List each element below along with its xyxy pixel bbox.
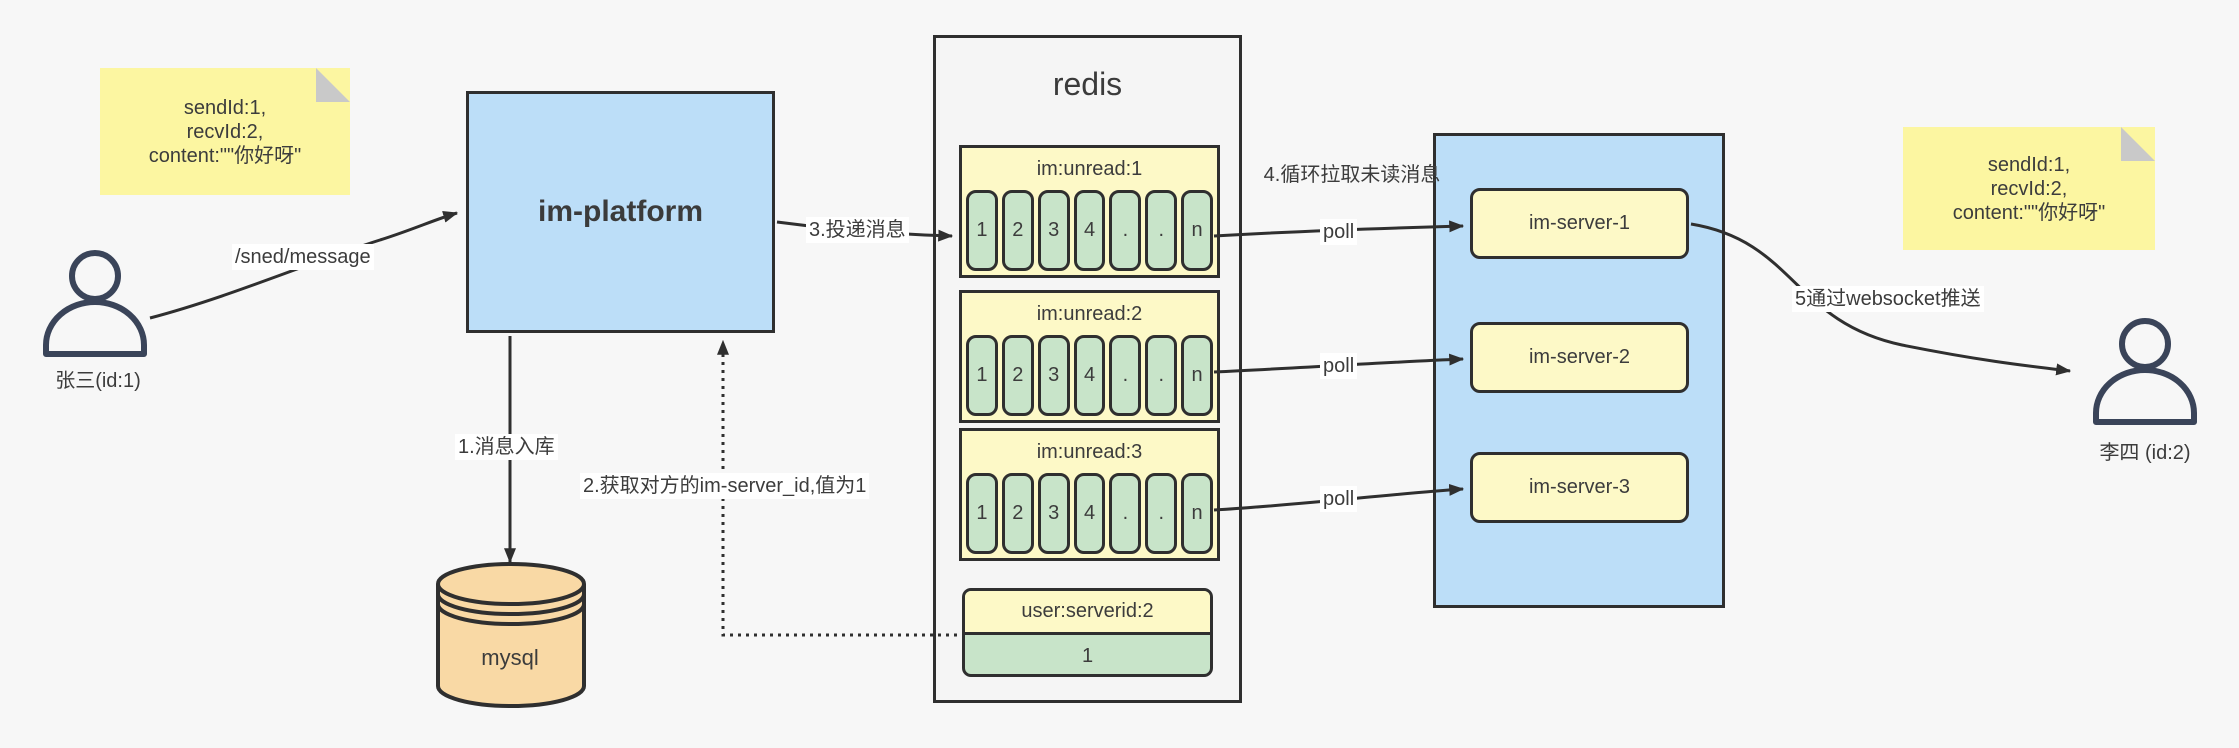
queue-cells: 1 2 3 4 . . n — [962, 473, 1217, 554]
sticky-note-push: sendId:1, recvId:2, content:""你好呀" — [1903, 127, 2155, 250]
note-fold-corner — [316, 68, 350, 102]
send-message-label: /sned/message — [232, 244, 374, 270]
kv-header: user:serverid:2 — [965, 591, 1210, 635]
queue-cell: . — [1145, 335, 1178, 416]
redis-container: redis im:unread:1 1 2 3 4 . . n im:unrea… — [933, 35, 1242, 703]
im-server-1-node: im-server-1 — [1470, 188, 1689, 259]
queue-header: im:unread:2 — [1036, 302, 1143, 325]
note-line: content:""你好呀" — [148, 144, 302, 167]
queue-cell: 1 — [966, 473, 998, 554]
im-server-3-node: im-server-3 — [1470, 452, 1689, 523]
queue-cell: 2 — [1001, 335, 1034, 416]
note-line: recvId:2, — [186, 120, 264, 143]
queue-cell: n — [1181, 335, 1214, 416]
queue-cells: 1 2 3 4 . . n — [962, 190, 1217, 271]
queue-cell: . — [1109, 190, 1142, 271]
person-icon — [43, 250, 147, 357]
queue-cell: . — [1109, 335, 1142, 416]
sender-label: 张三(id:1) — [55, 370, 141, 392]
database-cylinder-icon — [436, 562, 586, 708]
note-line: recvId:2, — [1990, 177, 2068, 200]
queue-cell: 3 — [1037, 335, 1070, 416]
queue-header: im:unread:3 — [1036, 440, 1143, 463]
note-line: sendId:1, — [1987, 153, 2071, 176]
im-server-1-label: im-server-1 — [1528, 212, 1631, 234]
note-line: sendId:1, — [183, 96, 267, 119]
pull-step-label: 4.循环拉取未读消息 — [1263, 164, 1441, 186]
push-step-label: 5通过websocket推送 — [1792, 286, 1984, 312]
mysql-node — [425, 558, 597, 719]
receiver-label: 李四 (id:2) — [2099, 442, 2191, 464]
queue-im-unread-2: im:unread:2 1 2 3 4 . . n — [959, 290, 1220, 423]
mysql-label: mysql — [481, 645, 539, 670]
note-fold-corner — [2121, 127, 2155, 161]
im-server-cluster: im-server-1 im-server-2 im-server-3 — [1433, 133, 1725, 608]
queue-cell: 4 — [1073, 473, 1106, 554]
person-icon — [2093, 318, 2197, 425]
queue-im-unread-3: im:unread:3 1 2 3 4 . . n — [959, 428, 1220, 561]
queue-cell: 1 — [966, 335, 998, 416]
lookup-step-label: 2.获取对方的im-server_id,值为1 — [580, 473, 870, 499]
queue-cells: 1 2 3 4 . . n — [962, 335, 1217, 416]
queue-cell: 4 — [1073, 190, 1106, 271]
queue-cell: . — [1145, 473, 1178, 554]
sender-user-icon — [41, 248, 149, 363]
queue-cell: n — [1181, 473, 1214, 554]
note-line: content:""你好呀" — [1952, 201, 2106, 224]
queue-cell: 2 — [1001, 190, 1034, 271]
im-platform-label: im-platform — [538, 195, 703, 228]
queue-cell: . — [1109, 473, 1142, 554]
im-server-2-node: im-server-2 — [1470, 322, 1689, 393]
queue-cell: 3 — [1037, 190, 1070, 271]
queue-cell: 2 — [1001, 473, 1034, 554]
poll-label-3: poll — [1320, 486, 1358, 512]
redis-title: redis — [1052, 66, 1123, 102]
deliver-step-label: 3.投递消息 — [806, 217, 909, 243]
queue-cell: . — [1145, 190, 1178, 271]
queue-cell: 3 — [1037, 473, 1070, 554]
kv-value: 1 — [1081, 644, 1094, 667]
queue-cell: 1 — [966, 190, 998, 271]
user-serverid-kv: user:serverid:2 1 — [962, 588, 1213, 677]
queue-cell: n — [1181, 190, 1214, 271]
queue-im-unread-1: im:unread:1 1 2 3 4 . . n — [959, 145, 1220, 278]
queue-header: im:unread:1 — [1036, 157, 1143, 180]
im-server-3-label: im-server-3 — [1528, 476, 1631, 498]
im-platform-node: im-platform — [466, 91, 775, 333]
receiver-user-icon — [2091, 316, 2199, 431]
sticky-note-request: sendId:1, recvId:2, content:""你好呀" — [100, 68, 350, 195]
im-server-2-label: im-server-2 — [1528, 346, 1631, 368]
queue-cell: 4 — [1073, 335, 1106, 416]
store-step-label: 1.消息入库 — [455, 434, 558, 460]
poll-label-2: poll — [1320, 353, 1358, 379]
poll-label-1: poll — [1320, 219, 1358, 245]
